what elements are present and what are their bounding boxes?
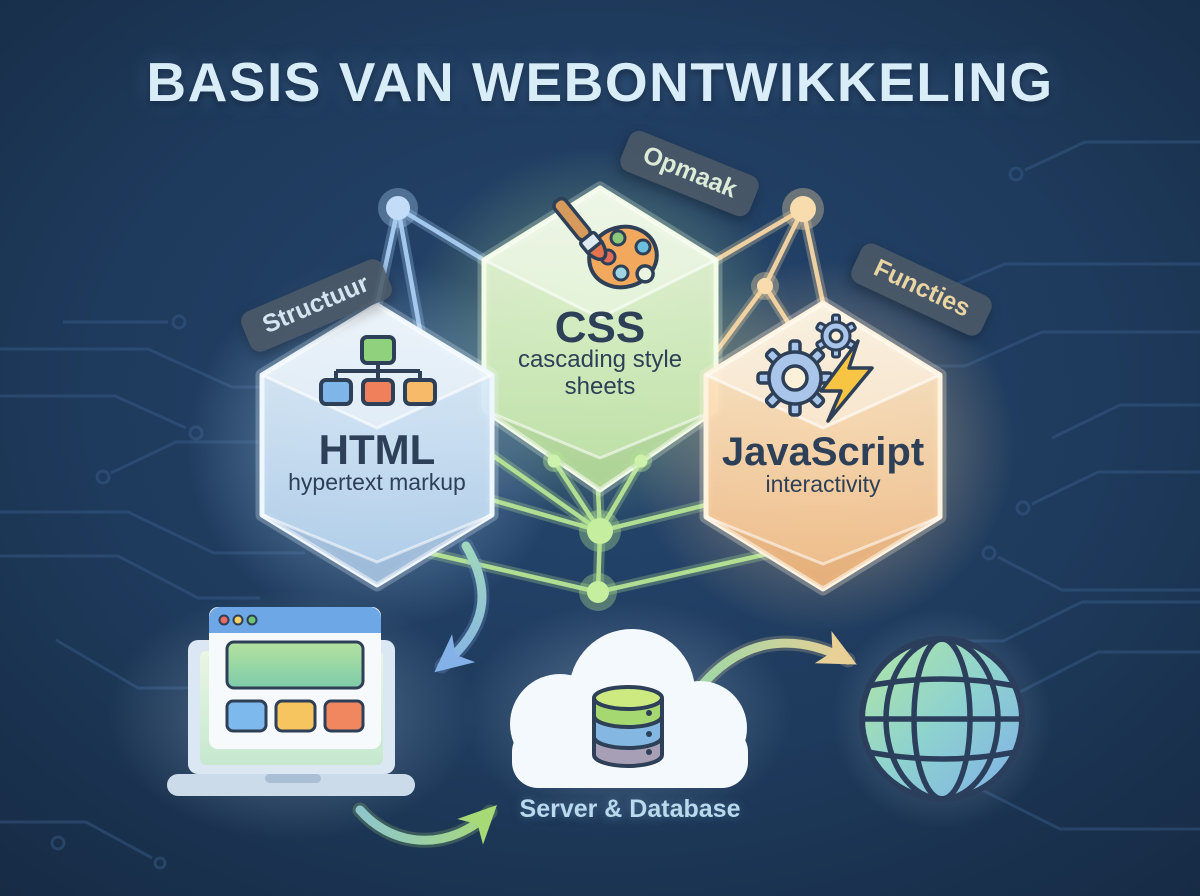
traffic-light-green-icon (246, 614, 258, 626)
traffic-light-red-icon (218, 614, 230, 626)
sitemap-icon (319, 335, 437, 406)
edge-nodes (543, 450, 652, 472)
server-database-label: Server & Database (519, 795, 741, 823)
js-subtitle: interactivity (765, 471, 881, 497)
css-subtitle: cascading style sheets (517, 346, 683, 400)
lightning-bolt-icon (819, 339, 874, 423)
cloud-database-icon (510, 629, 748, 788)
traffic-light-yellow-icon (232, 614, 244, 626)
globe-icon (859, 636, 1025, 802)
css-title: CSS (554, 303, 646, 352)
webpage-block-blue (225, 699, 268, 733)
js-title: JavaScript (721, 430, 925, 474)
curved-arrow-server-to-globe (690, 631, 857, 698)
network-nodes (378, 188, 824, 611)
page-title: BASIS VAN WEBONTWIKKELING (146, 51, 1054, 113)
paintbrush-palette-icon (552, 196, 659, 290)
database-icon (592, 685, 664, 768)
webpage-hero-block (225, 640, 365, 690)
gears-lightning-icon (756, 313, 874, 423)
webpage-block-orange (323, 699, 365, 733)
webpage-block-yellow (274, 699, 317, 733)
html-subtitle: hypertext markup (288, 469, 466, 495)
curved-arrow-laptop-to-server (352, 802, 498, 848)
html-title: HTML (318, 426, 436, 473)
curved-arrow-html-to-laptop (434, 538, 490, 674)
browser-titlebar (209, 607, 381, 633)
laptop-browser-icon (167, 607, 415, 796)
network-lines (371, 202, 829, 598)
